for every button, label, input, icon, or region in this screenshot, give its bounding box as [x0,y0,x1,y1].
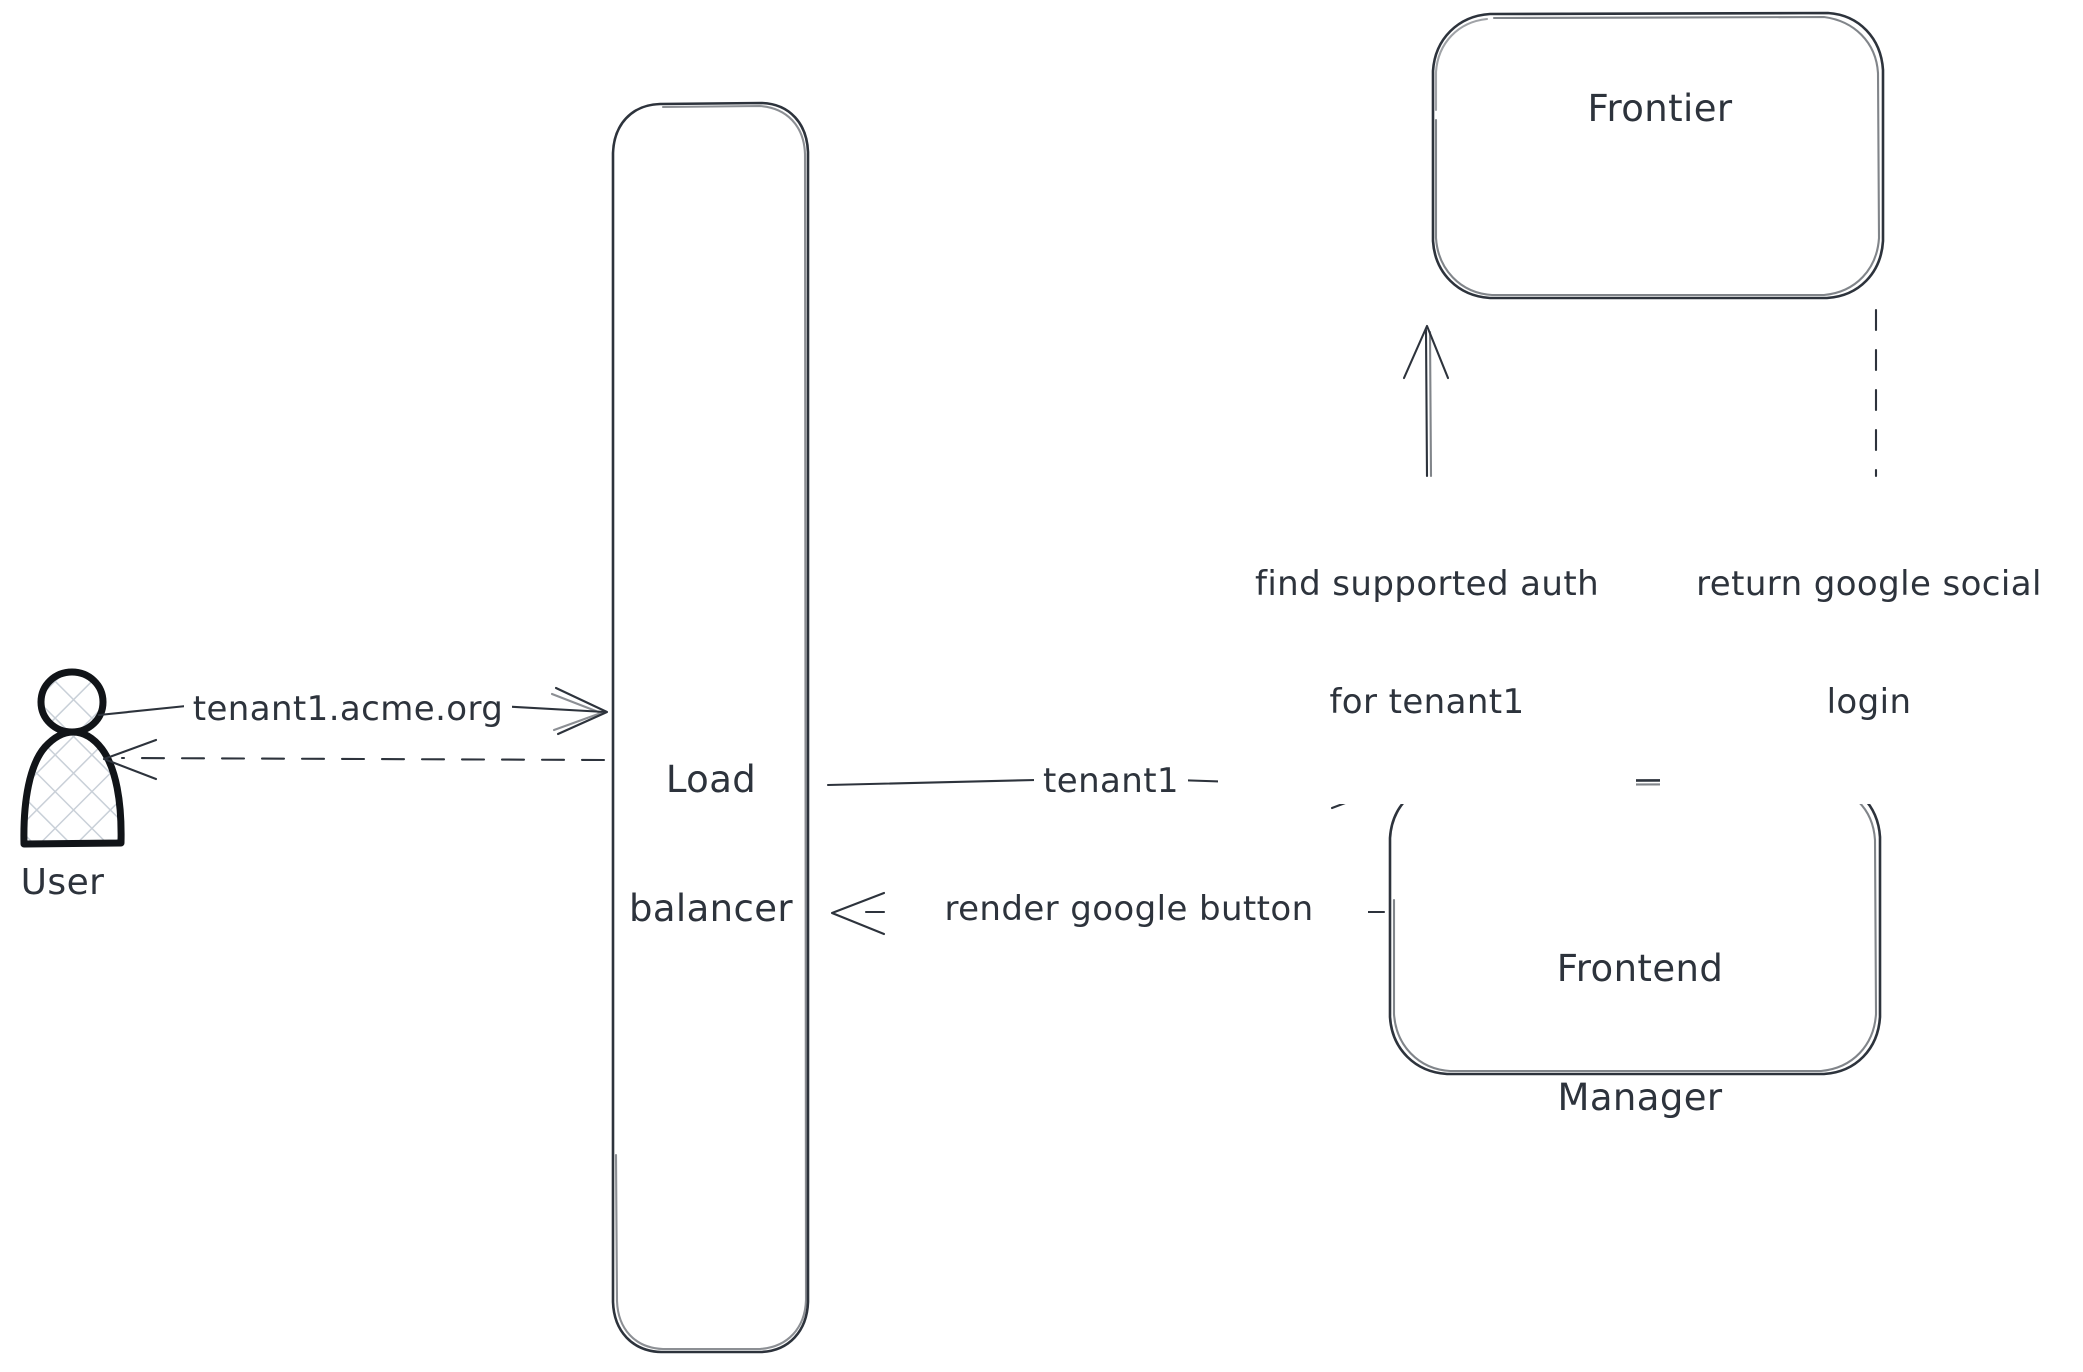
frontier-shape [1431,11,1885,300]
user-actor-icon [20,668,125,848]
edge-label-frontendmanager-to-frontier: find supported auth for tenant1 [1218,484,1636,804]
edge-loadbalancer-to-user [102,738,606,781]
load-balancer-shape [611,101,810,1354]
load-balancer-label: Load balancer [620,673,802,1016]
edge-label-frontier-to-frontendmanager: return google social login [1660,484,2078,804]
frontend-manager-label: Frontend Manager [1510,862,1770,1205]
frontend-manager-label-line2: Manager [1557,1075,1723,1119]
edge-user-to-loadbalancer [97,686,609,736]
frontier-label: Frontier [1587,87,1733,130]
load-balancer-label-line1: Load [665,757,757,801]
edge-label-findauth-line1: find supported auth [1254,563,1600,604]
load-balancer-label-line2: balancer [628,886,794,930]
frontend-manager-label-line1: Frontend [1556,946,1724,990]
edge-label-loadbalancer-to-frontendmanager: tenant1 [1034,761,1188,802]
edge-label-return-line1: return google social [1696,563,2042,604]
edge-label-findauth-line2: for tenant1 [1329,682,1525,723]
user-actor-label: User [20,862,105,903]
edge-label-return-line2: login [1826,682,1912,723]
edge-label-frontendmanager-to-loadbalancer: render google button [890,889,1368,930]
edge-label-user-to-loadbalancer: tenant1.acme.org [184,689,512,730]
